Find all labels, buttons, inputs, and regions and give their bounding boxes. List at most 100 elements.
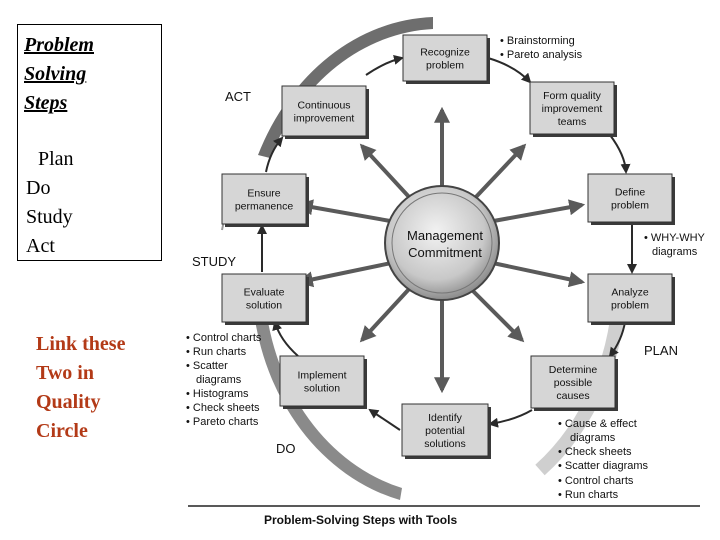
step-box-frame <box>530 355 616 409</box>
tool-item: • Run charts <box>558 489 619 501</box>
tools-list-top: • Brainstorming • Pareto analysis <box>500 35 583 61</box>
tool-item: • Cause & effect <box>558 418 637 430</box>
flow-arrow <box>265 136 284 173</box>
step-box-label: Recognize <box>420 47 470 59</box>
spoke-arrow <box>473 143 527 200</box>
step-box-label: potential <box>425 425 465 437</box>
region-label-plan: PLAN <box>644 343 678 358</box>
spoke-arrow <box>296 199 397 224</box>
tool-item: • Scatter diagrams <box>558 460 649 472</box>
step-box-label: Implement <box>297 370 346 382</box>
step-box-label: solution <box>246 300 282 312</box>
step-box-frame <box>529 81 615 135</box>
tools-list-bottom: • Cause & effect diagrams • Check sheets… <box>558 418 649 501</box>
tools-list-left: • Control charts • Run charts • Scatter … <box>186 332 262 428</box>
flow-arrow <box>365 54 404 76</box>
step-box-label: possible <box>554 377 593 389</box>
link-note-line: Link these <box>36 333 126 355</box>
step-box-frame <box>401 403 489 457</box>
tool-item: • Brainstorming <box>500 35 575 47</box>
tool-item: • WHY-WHY <box>644 232 706 244</box>
step-box-label: Determine <box>549 364 598 376</box>
flow-arrows <box>257 54 637 431</box>
tool-item: • Check sheets <box>186 402 260 414</box>
step-box-label: Ensure <box>247 188 280 200</box>
step-box-label: problem <box>426 60 464 72</box>
region-label-study: STUDY <box>192 254 236 269</box>
step-box-label: Continuous <box>297 100 350 112</box>
flow-arrow <box>487 57 532 84</box>
tool-item: • Control charts <box>558 475 634 487</box>
diagram-caption: Problem-Solving Steps with Tools <box>264 513 457 527</box>
step-box-frame <box>281 85 367 137</box>
steps-title: Problem Solving Steps <box>24 31 94 118</box>
tool-item: • Pareto analysis <box>500 49 583 61</box>
flow-arrow <box>488 409 533 428</box>
step-box-label: Form quality <box>543 90 602 102</box>
tool-item: • Pareto charts <box>186 416 259 428</box>
step-box-frame <box>587 173 673 223</box>
step-box-label: Define <box>615 187 646 199</box>
region-label-do: DO <box>276 441 296 456</box>
step-box-frame <box>221 273 307 323</box>
step-box-frame <box>221 173 307 225</box>
step-box-label: problem <box>611 200 649 212</box>
steps-title-line: Steps <box>24 92 68 114</box>
problem-solving-cycle-diagram: Management Commitment RecognizeproblemFo… <box>186 17 706 527</box>
step-box-label: causes <box>556 390 589 402</box>
tool-item: diagrams <box>570 432 616 444</box>
pdsa-item-act: Act <box>26 235 55 257</box>
step-box-label: Analyze <box>611 287 649 299</box>
tool-item: diagrams <box>196 374 242 386</box>
step-box-label: improvement <box>542 103 603 115</box>
steps-title-line: Solving <box>24 63 87 85</box>
pdsa-item-study: Study <box>26 206 73 228</box>
management-commitment-circle <box>384 185 500 301</box>
pdsa-item-plan: Plan <box>38 148 74 170</box>
link-note: Link these Two in Quality Circle <box>36 330 125 446</box>
tool-item: • Histograms <box>186 388 249 400</box>
tool-item: • Control charts <box>186 332 262 344</box>
link-note-line: Circle <box>36 420 88 442</box>
spoke-arrow <box>487 260 586 288</box>
step-box-label: problem <box>611 300 649 312</box>
center-inner-ring <box>391 192 493 294</box>
region-label-act: ACT <box>225 89 251 104</box>
step-box-label: improvement <box>294 113 355 125</box>
pdsa-list: Plan Do Study Act <box>26 145 74 261</box>
steps-title-line: Problem <box>24 34 94 56</box>
center-label-line: Commitment <box>408 245 482 260</box>
step-box-label: Evaluate <box>244 287 285 299</box>
step-box-frame <box>587 273 673 323</box>
tool-item: • Scatter <box>186 360 228 372</box>
step-box-frame <box>279 355 365 407</box>
step-box-frame <box>402 34 488 82</box>
step-box-label: permanence <box>235 201 294 213</box>
step-box-label: Identify <box>428 412 463 424</box>
spoke-arrow <box>296 260 397 288</box>
step-box-label: solutions <box>424 438 465 450</box>
link-note-line: Two in <box>36 362 94 384</box>
tool-item: • Run charts <box>186 346 247 358</box>
link-note-line: Quality <box>36 391 101 413</box>
spoke-arrow <box>468 286 525 343</box>
flow-arrow <box>368 408 401 431</box>
problem-solving-steps-box: Problem Solving Steps Plan Do Study Act <box>17 24 162 261</box>
spoke-arrow <box>359 143 412 200</box>
step-box-label: solution <box>304 383 340 395</box>
step-box-label: teams <box>558 116 587 128</box>
tool-item: • Check sheets <box>558 446 632 458</box>
flow-arrow <box>272 320 299 357</box>
center-label-line: Management <box>407 228 483 243</box>
